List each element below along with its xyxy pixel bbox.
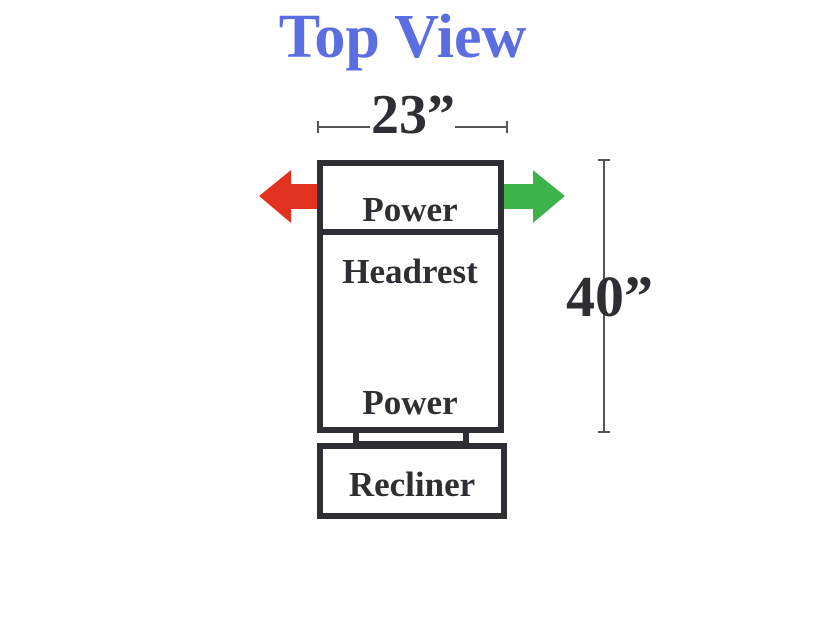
- height-dimension-line: [598, 159, 610, 433]
- page-title: Top View: [278, 3, 527, 71]
- arrow-right-icon: [504, 170, 565, 223]
- recliner-box: [317, 443, 507, 519]
- width-dimension-line: [317, 121, 508, 133]
- connector: [353, 427, 469, 447]
- headrest-label: Headrest: [342, 252, 478, 291]
- height-dimension-label: 40”: [566, 264, 653, 329]
- power-top-label: Power: [362, 190, 458, 229]
- arrow-left-icon: [259, 170, 318, 223]
- width-dimension-label: 23”: [371, 84, 455, 146]
- recliner-label: Recliner: [348, 465, 476, 504]
- power-bottom-label: Power: [362, 383, 458, 422]
